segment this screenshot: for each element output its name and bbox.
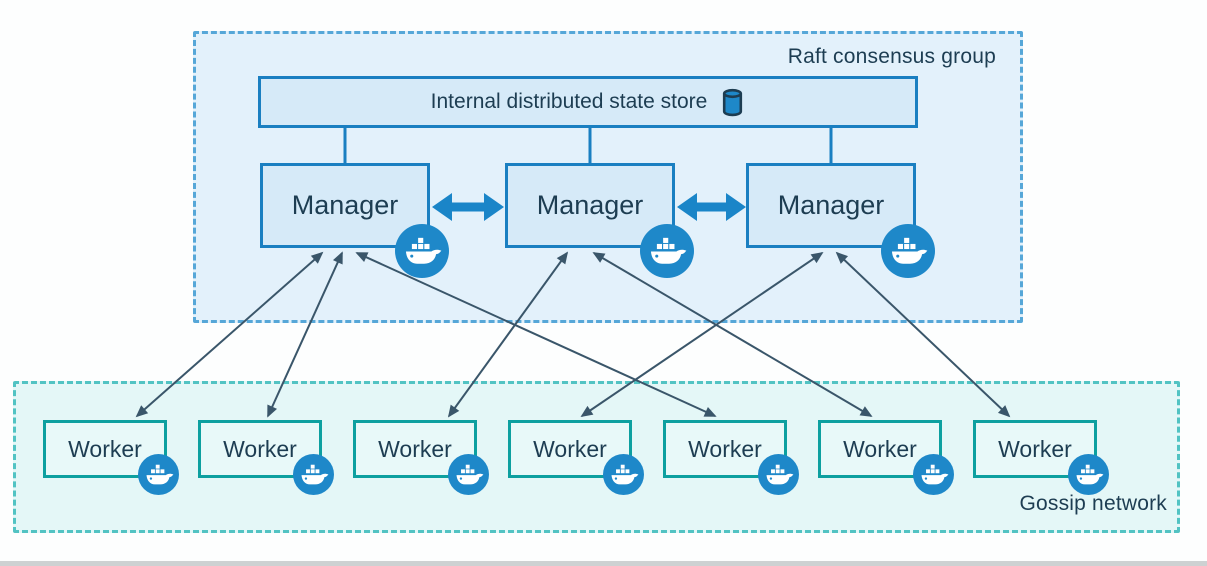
worker-label: Worker <box>68 435 142 462</box>
manager-node-2: Manager <box>505 163 694 278</box>
worker-node-5: Worker <box>663 420 799 495</box>
worker-node-6: Worker <box>818 420 954 495</box>
worker-label: Worker <box>533 435 607 462</box>
gossip-network-label: Gossip network <box>1019 492 1167 515</box>
worker-label: Worker <box>688 435 762 462</box>
worker-label: Worker <box>378 435 452 462</box>
database-cylinder-icon <box>723 88 743 116</box>
manager-label: Manager <box>777 190 885 220</box>
manager-node-3: Manager <box>746 163 935 278</box>
docker-whale-icon <box>603 454 644 495</box>
worker-label: Worker <box>223 435 297 462</box>
docker-whale-icon <box>138 454 179 495</box>
manager-label: Manager <box>536 190 644 220</box>
screenshot-bottom-edge <box>0 561 1207 566</box>
docker-whale-icon <box>448 454 489 495</box>
manager-label: Manager <box>291 190 399 220</box>
docker-whale-icon <box>913 454 954 495</box>
worker-label: Worker <box>998 435 1072 462</box>
docker-whale-icon <box>1068 454 1109 495</box>
worker-node-2: Worker <box>198 420 334 495</box>
manager-node-1: Manager <box>260 163 449 278</box>
worker-node-4: Worker <box>508 420 644 495</box>
state-store-node: Internal distributed state store <box>258 76 918 128</box>
state-store-label: Internal distributed state store <box>430 90 708 113</box>
worker-node-1: Worker <box>43 420 179 495</box>
raft-consensus-group-label: Raft consensus group <box>787 45 996 68</box>
docker-whale-icon <box>640 224 694 278</box>
docker-whale-icon <box>881 224 935 278</box>
worker-node-7: Worker <box>973 420 1109 495</box>
docker-whale-icon <box>758 454 799 495</box>
docker-whale-icon <box>395 224 449 278</box>
docker-whale-icon <box>293 454 334 495</box>
worker-label: Worker <box>843 435 917 462</box>
worker-node-3: Worker <box>353 420 489 495</box>
